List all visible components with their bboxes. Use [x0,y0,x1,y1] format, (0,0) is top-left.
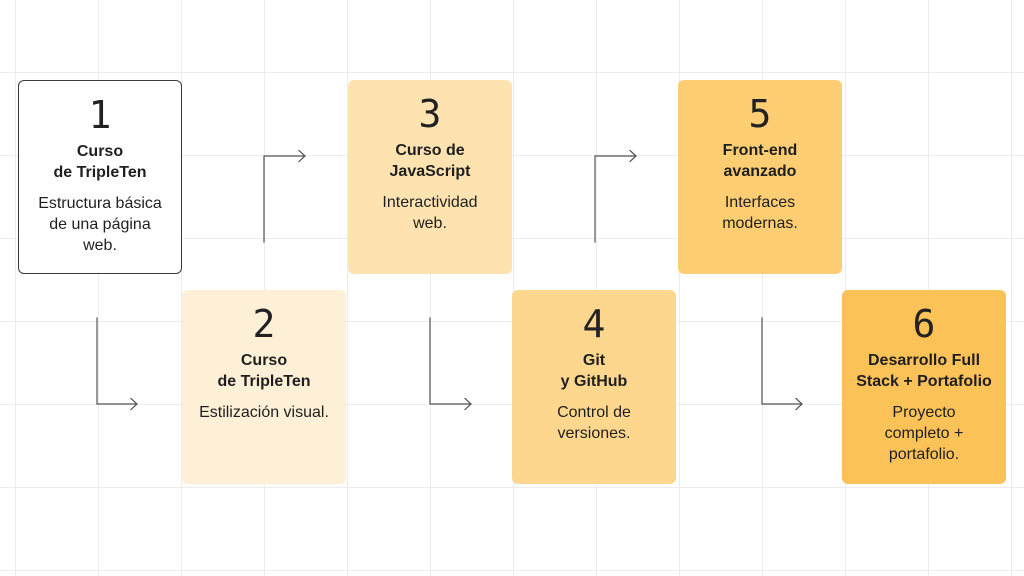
step-card-3: 3 Curso de JavaScript Interactividad web… [348,80,512,274]
step-card-1: 1 Curso de TripleTen Estructura básica d… [18,80,182,274]
step-number: 5 [748,92,772,136]
step-number: 3 [418,92,442,136]
step-card-5: 5 Front-end avanzado Interfaces modernas… [678,80,842,274]
step-number: 4 [582,302,606,346]
step-number: 2 [252,302,276,346]
step-card-4: 4 Git y GitHub Control de versiones. [512,290,676,484]
step-description: Control de versiones. [557,404,631,442]
step-card-2: 2 Curso de TripleTen Estilización visual… [182,290,346,484]
arrow-1-to-2 [96,317,138,411]
step-title: Git y GitHub [560,352,628,390]
arrow-5-to-6 [761,317,803,411]
step-description: Proyecto completo + portafolio. [884,404,964,463]
step-number: 1 [88,93,112,137]
step-description: Interfaces modernas. [722,194,798,232]
step-title: Curso de TripleTen [53,143,147,181]
arrow-2-to-3 [263,149,306,243]
step-description: Interactividad web. [382,194,478,232]
step-title: Curso de JavaScript [389,142,471,180]
step-title: Curso de TripleTen [217,352,311,390]
step-description: Estructura básica de una página web. [38,195,162,254]
arrow-3-to-4 [429,317,472,411]
arrow-4-to-5 [594,149,637,243]
step-number: 6 [912,302,936,346]
step-title: Front-end avanzado [722,142,798,180]
step-card-6: 6 Desarrollo Full Stack + Portafolio Pro… [842,290,1006,484]
step-title: Desarrollo Full Stack + Portafolio [856,352,992,390]
step-description: Estilización visual. [199,404,329,421]
